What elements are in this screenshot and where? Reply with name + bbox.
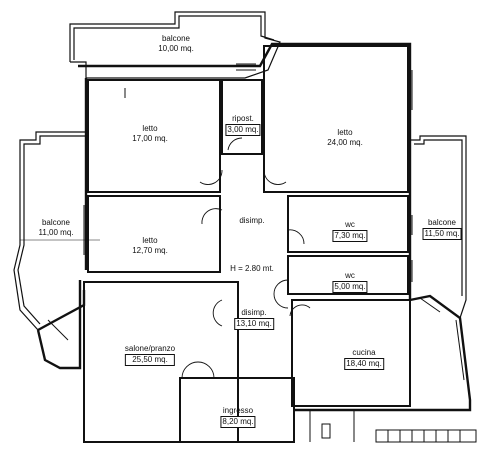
room-name: salone/pranzo [124, 344, 176, 353]
room-area: 11,00 mq. [38, 228, 74, 237]
room-name: letto [142, 124, 158, 133]
room-area: 24,00 mq. [327, 138, 363, 147]
room-name: wc [345, 271, 355, 280]
room-name: ingresso [222, 406, 254, 415]
room-area: 12,70 mq. [132, 246, 168, 255]
exterior-walls [36, 42, 472, 412]
room-balcony-top: balcone 10,00 mq. [158, 34, 194, 54]
room-hallway-1: disimp. [239, 216, 264, 226]
room-bathroom-2: wc 5,00 mq. [332, 271, 368, 293]
room-name: disimp. [239, 216, 265, 225]
room-entrance: ingresso 8,20 mq. [220, 406, 256, 428]
room-name: ripost. [232, 114, 254, 123]
room-living-dining: salone/pranzo 25,50 mq. [124, 344, 176, 366]
height-note: H = 2.80 mt. [230, 264, 274, 273]
room-bedroom-2: letto 24,00 mq. [327, 128, 363, 148]
room-storage: ripost. 3,00 mq. [225, 114, 261, 136]
room-area: 5,00 mq. [332, 281, 368, 293]
stair-block [309, 409, 477, 443]
room-area: 10,00 mq. [158, 44, 194, 53]
room-name: balcone [427, 218, 457, 227]
room-hallway-2: disimp. 13,10 mq. [234, 308, 274, 330]
room-area: 3,00 mq. [225, 124, 261, 136]
room-kitchen: cucina 18,40 mq. [344, 348, 384, 370]
room-name: letto [337, 128, 353, 137]
room-name: letto [142, 236, 158, 245]
room-area: 17,00 mq. [132, 134, 168, 143]
room-bedroom-1: letto 17,00 mq. [132, 124, 168, 144]
room-area: 13,10 mq. [234, 318, 274, 330]
room-area: 7,30 mq. [332, 230, 368, 242]
room-bedroom-3: letto 12,70 mq. [132, 236, 168, 256]
room-name: balcone [41, 218, 71, 227]
room-area: 25,50 mq. [124, 354, 176, 366]
room-balcony-right: balcone 11,50 mq. [422, 218, 462, 240]
room-balcony-left: balcone 11,00 mq. [39, 218, 74, 238]
balcony-left-outline [13, 131, 86, 331]
room-area: 11,50 mq. [422, 228, 462, 240]
room-area: 18,40 mq. [344, 358, 384, 370]
room-bathroom-1: wc 7,30 mq. [332, 220, 368, 242]
balcony-right-outline [410, 135, 467, 319]
windows [20, 63, 469, 381]
balcony-top-outline [69, 11, 281, 79]
interior-walls [83, 45, 411, 443]
room-name: wc [345, 220, 355, 229]
room-name: disimp. [241, 308, 267, 317]
room-name: cucina [352, 348, 376, 357]
doors [181, 137, 311, 379]
room-area: 8,20 mq. [220, 416, 256, 428]
room-name: balcone [161, 34, 191, 43]
